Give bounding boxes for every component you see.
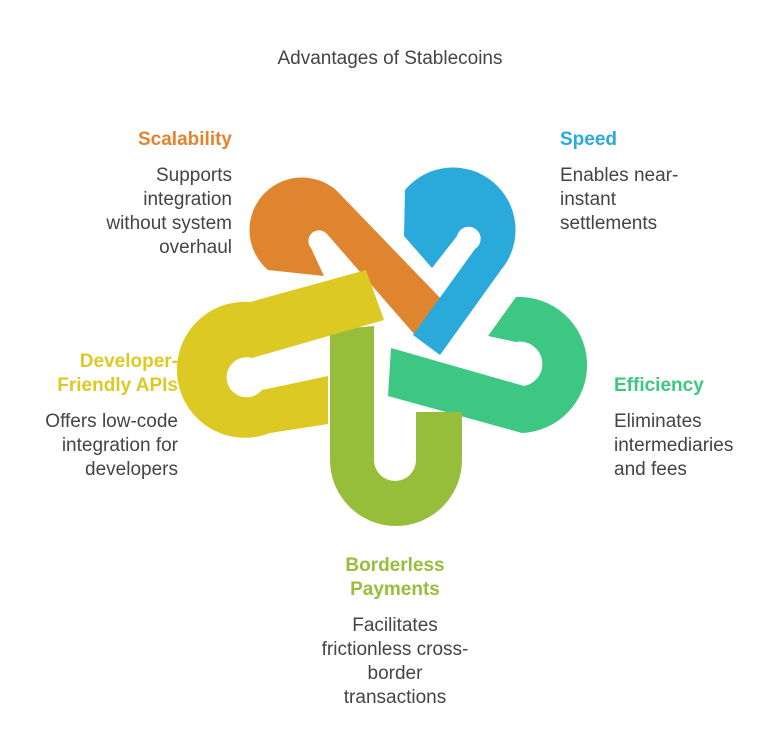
developer-desc-line: developers [85, 459, 178, 480]
efficiency-loop [388, 296, 588, 433]
speed-loop [404, 167, 516, 355]
borderless-desc-line: transactions [343, 687, 447, 708]
efficiency-desc-line: and fees [614, 459, 687, 480]
borderless-loop [330, 326, 462, 526]
developer-heading: Developer- Friendly APIs [20, 350, 178, 398]
scalability-desc-line: Supports [155, 165, 232, 186]
developer-desc-line: integration for [61, 435, 178, 456]
developer-desc-line: Offers low-code [45, 411, 178, 432]
diagram-title: Advantages of Stablecoins [277, 48, 503, 69]
scalability-description: Supports integration without system over… [40, 164, 232, 260]
borderless-heading-line: Borderless [345, 555, 445, 576]
efficiency-desc-line: Eliminates [614, 411, 702, 432]
developer-loop [176, 270, 384, 438]
efficiency-desc-line: intermediaries [614, 435, 734, 456]
borderless-description: Facilitates frictionless cross- border t… [290, 614, 500, 710]
efficiency-heading: Efficiency [614, 375, 704, 396]
scalability-heading: Scalability [138, 129, 232, 150]
speed-desc-line: settlements [560, 213, 658, 234]
scalability-loop [249, 177, 446, 335]
borderless-desc-line: Facilitates [352, 615, 438, 636]
borderless-desc-line: frictionless cross- [321, 639, 469, 660]
scalability-desc-line: integration [143, 189, 232, 210]
developer-heading-line: Friendly APIs [57, 375, 178, 396]
speed-heading: Speed [560, 129, 618, 150]
scalability-desc-line: without system [106, 213, 232, 234]
scalability-desc-line: overhaul [159, 237, 232, 258]
efficiency-description: Eliminates intermediaries and fees [614, 410, 774, 482]
borderless-desc-line: border [367, 663, 423, 684]
speed-desc-line: Enables near- [560, 165, 679, 186]
borderless-heading: Borderless Payments [290, 554, 500, 602]
borderless-heading-line: Payments [350, 579, 440, 600]
developer-heading-line: Developer- [79, 351, 178, 372]
developer-description: Offers low-code integration for develope… [20, 410, 178, 482]
speed-desc-line: instant [560, 189, 616, 210]
speed-description: Enables near- instant settlements [560, 164, 760, 236]
